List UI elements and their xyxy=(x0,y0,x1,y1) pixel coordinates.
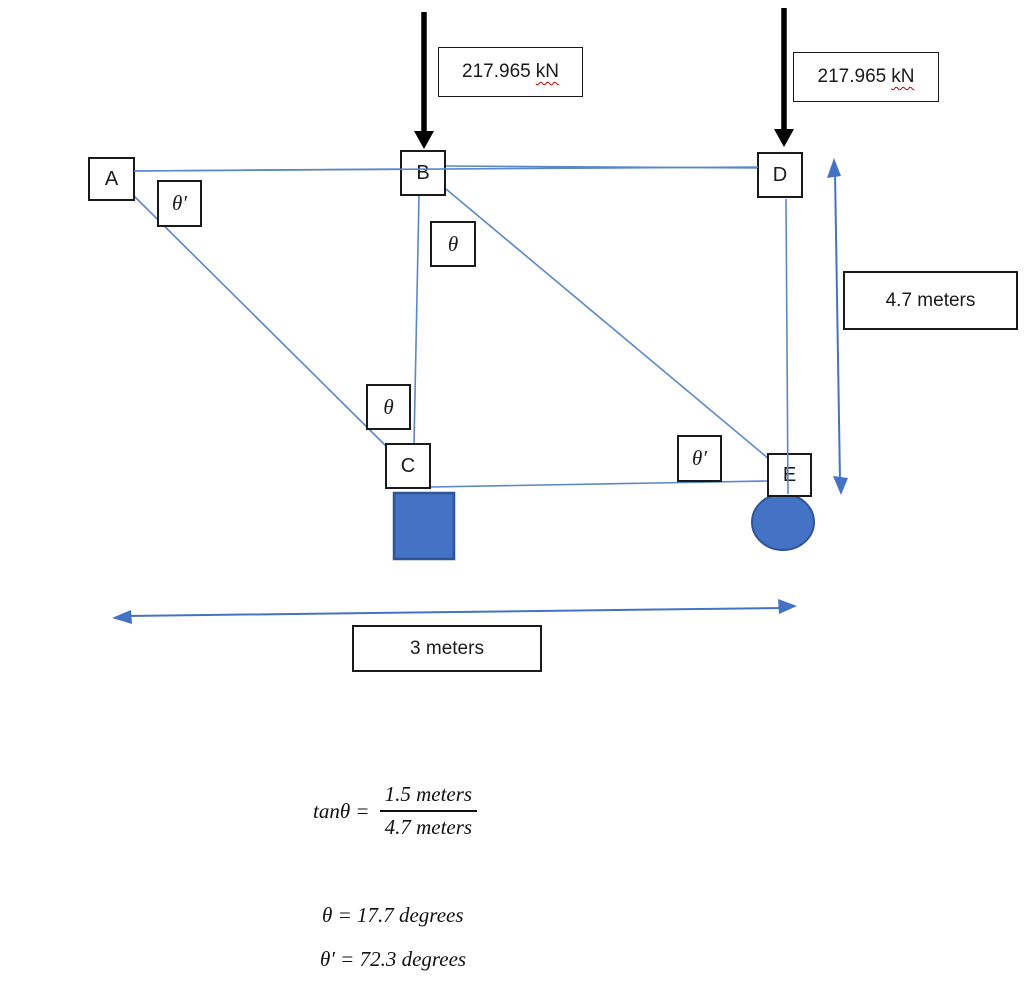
node-box-d: D xyxy=(757,152,803,198)
horizontal-dimension-arrowhead-right xyxy=(778,599,797,614)
roller-support-circle xyxy=(751,493,815,551)
member-line-b-d xyxy=(445,165,759,169)
equation-fraction: 1.5 meters 4.7 meters xyxy=(379,782,478,840)
member-line-a-b xyxy=(134,168,403,172)
force-arrow-right-head xyxy=(774,129,794,147)
force-unit-right: kN xyxy=(891,66,915,87)
vertical-dimension-arrowhead-top xyxy=(827,158,841,178)
dimension-label-vertical: 4.7 meters xyxy=(885,289,976,311)
equation-tan-theta: tanθ = 1.5 meters 4.7 meters xyxy=(313,782,478,840)
member-line-d-e xyxy=(785,198,789,495)
vertical-dimension-arrowhead-bottom xyxy=(833,476,848,495)
angle-box-theta-prime-at-a: θ′ xyxy=(157,180,202,227)
member-line-b-c xyxy=(413,195,420,445)
member-line-a-d-through-b xyxy=(133,166,759,172)
equation-fraction-denominator: 4.7 meters xyxy=(384,815,473,839)
equation-tan-lhs: tanθ = xyxy=(313,798,370,823)
angle-box-theta-prime-at-e: θ′ xyxy=(677,435,722,482)
force-unit-left: kN xyxy=(535,61,559,82)
equation-theta-result: θ = 17.7 degrees xyxy=(322,903,464,927)
force-arrow-left-head xyxy=(414,131,434,149)
node-label-c: C xyxy=(400,454,416,477)
equation-theta-prime-result: θ′ = 72.3 degrees xyxy=(320,947,467,971)
angle-label-theta-prime: θ′ xyxy=(692,446,707,470)
equation-fraction-numerator: 1.5 meters xyxy=(379,782,478,812)
force-value-right: 217.965 xyxy=(817,66,887,87)
dimension-label-horizontal: 3 meters xyxy=(410,637,484,659)
node-label-d: D xyxy=(772,163,788,186)
force-value-left: 217.965 xyxy=(462,61,531,82)
angle-label-theta: θ xyxy=(383,394,394,419)
node-box-b: B xyxy=(400,150,446,196)
dimension-label-box-vertical: 4.7 meters xyxy=(843,271,1018,330)
pin-support-square xyxy=(392,491,456,561)
vertical-dimension-line xyxy=(834,171,841,483)
horizontal-dimension-arrowhead-left xyxy=(112,610,132,624)
node-box-e: E xyxy=(767,453,812,497)
member-line-a-c xyxy=(133,195,391,451)
node-box-c: C xyxy=(385,443,431,489)
node-label-a: A xyxy=(104,167,119,190)
angle-box-theta-at-c: θ xyxy=(366,384,411,430)
member-line-b-e xyxy=(445,188,770,460)
horizontal-dimension-line xyxy=(125,607,783,617)
angle-box-theta-at-b: θ xyxy=(430,221,476,267)
node-box-a: A xyxy=(88,157,135,201)
angle-label-theta-prime: θ′ xyxy=(172,191,187,215)
node-label-e: E xyxy=(782,463,797,486)
angle-label-theta: θ xyxy=(447,231,459,256)
dimension-label-box-horizontal: 3 meters xyxy=(352,625,542,672)
node-label-b: B xyxy=(416,161,430,184)
